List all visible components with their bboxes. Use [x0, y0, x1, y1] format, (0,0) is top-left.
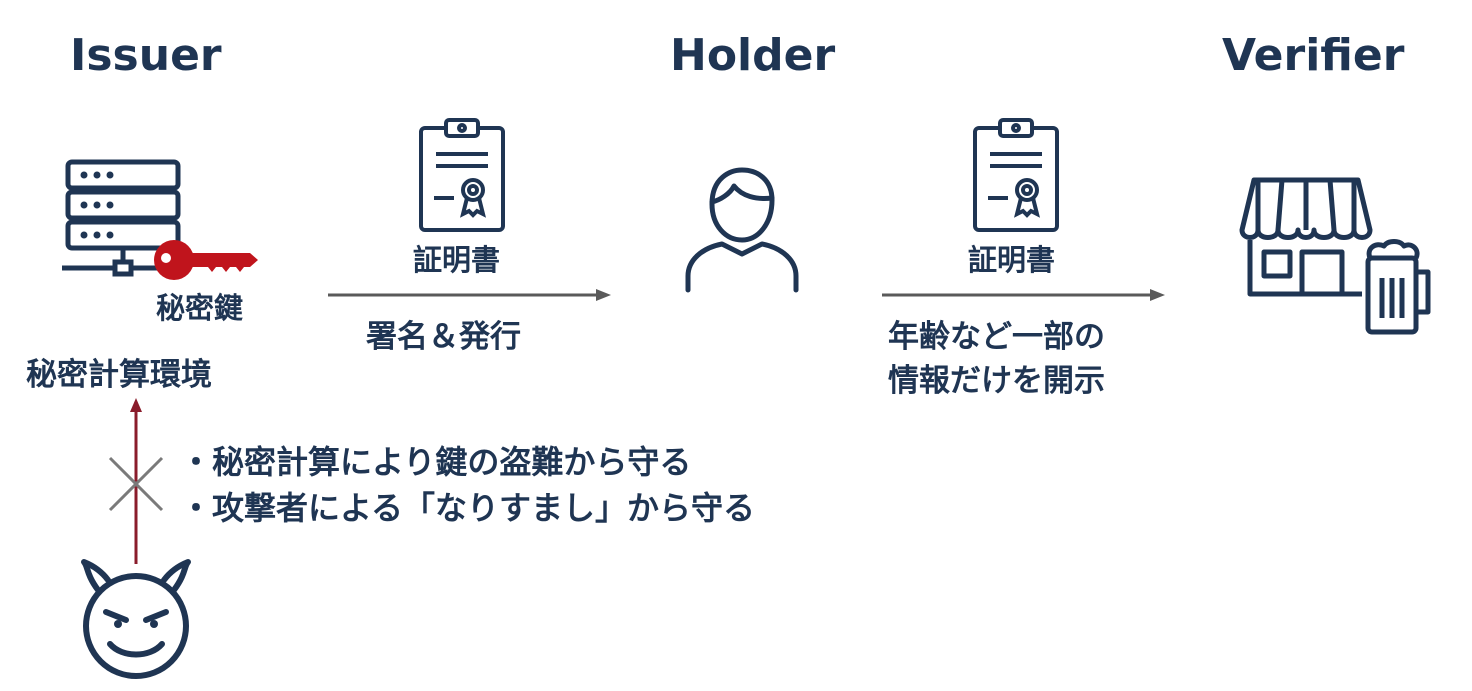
sign-issue-label: 署名＆発行 [366, 319, 521, 355]
certificate-icon [419, 118, 505, 232]
present-arrow [882, 289, 1165, 301]
beer-mug-icon [1365, 239, 1431, 335]
cross-icon [108, 456, 164, 512]
server-icon [62, 159, 184, 277]
issue-arrow [328, 289, 611, 301]
selective-disclosure-line1: 年齢など一部の [888, 319, 1105, 355]
store-icon [1239, 177, 1373, 297]
key-icon [154, 240, 258, 280]
secret-key-label: 秘密鍵 [156, 291, 244, 325]
selective-disclosure-line2: 情報だけを開示 [888, 363, 1105, 399]
certificate-icon [973, 118, 1059, 232]
attack-arrow [130, 398, 142, 564]
certificate-label-1: 証明書 [413, 243, 501, 277]
devil-face-icon [81, 559, 191, 679]
secure-computation-env-label: 秘密計算環境 [26, 357, 212, 393]
issuer-title: Issuer [70, 30, 222, 81]
verifier-title: Verifier [1222, 30, 1405, 81]
person-icon [685, 167, 799, 293]
holder-title: Holder [670, 30, 836, 81]
certificate-label-2: 証明書 [968, 243, 1056, 277]
protection-item: ・秘密計算により鍵の盗難から守る [180, 443, 692, 481]
protection-item: ・攻撃者による「なりすまし」から守る [180, 489, 756, 527]
